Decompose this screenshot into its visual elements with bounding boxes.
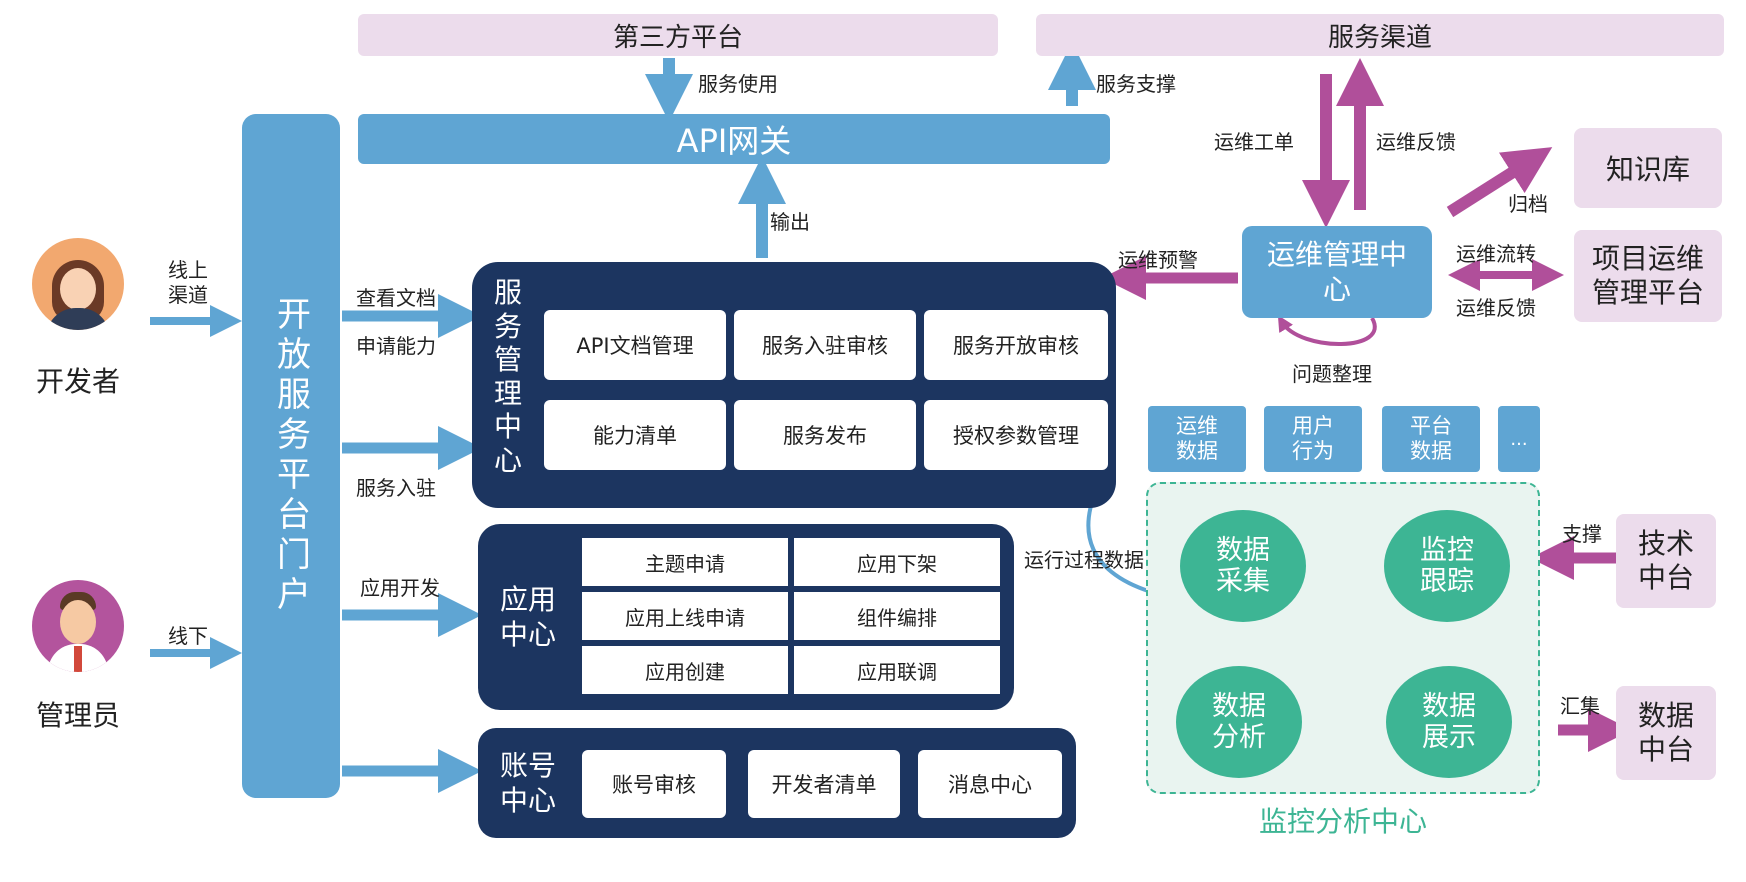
app-center: 应用 中心 主题申请 应用下架 应用上线申请 组件编排 应用创建 应用联调: [478, 524, 1014, 710]
service-item-auth-params: 授权参数管理: [924, 400, 1108, 470]
label-offline: 线下: [168, 624, 208, 648]
app-item-create: 应用创建: [582, 646, 788, 694]
developer-label: 开发者: [35, 365, 120, 398]
chip-platform-data: 平台 数据: [1382, 406, 1480, 472]
label-app-dev: 应用开发: [360, 576, 440, 600]
service-item-open-review: 服务开放审核: [924, 310, 1108, 380]
app-item-topic-apply: 主题申请: [582, 538, 788, 586]
account-center: 账号 中心 账号审核 开发者清单 消息中心: [478, 728, 1076, 838]
label-online-channel: 线上 渠道: [168, 258, 208, 307]
knowledge-base: 知识库: [1574, 128, 1722, 208]
label-ops-feedback-2: 运维反馈: [1456, 296, 1536, 320]
node-data-analyze: 数据 分析: [1176, 666, 1302, 778]
service-center-title: 服务管理中心: [494, 276, 523, 477]
label-apply-capability: 申请能力: [356, 334, 436, 358]
api-gateway: API网关: [358, 114, 1110, 164]
developer-avatar: [32, 238, 124, 330]
node-data-collect: 数据 采集: [1180, 510, 1306, 622]
admin-label: 管理员: [35, 699, 120, 732]
monitor-center-title: 监控分析中心: [1258, 805, 1427, 838]
node-data-display: 数据 展示: [1386, 666, 1512, 778]
label-archive: 归档: [1508, 192, 1548, 216]
node-monitor-track: 监控 跟踪: [1384, 510, 1510, 622]
service-item-onboard-review: 服务入驻审核: [734, 310, 916, 380]
account-item-dev-list: 开发者清单: [748, 750, 900, 818]
arrow-issue-sort: [1277, 315, 1377, 346]
app-item-launch-apply: 应用上线申请: [582, 592, 788, 640]
account-item-message-center: 消息中心: [918, 750, 1062, 818]
label-service-support: 服务支撑: [1096, 72, 1176, 96]
label-service-onboard: 服务入驻: [356, 476, 436, 500]
service-channel: 服务渠道: [1036, 14, 1724, 56]
tech-middle-platform: 技术 中台: [1616, 514, 1716, 608]
chip-ops-data: 运维 数据: [1148, 406, 1246, 472]
service-item-api-doc: API文档管理: [544, 310, 726, 380]
portal-title: 开放服务平台门户: [270, 296, 311, 616]
label-service-use: 服务使用: [698, 72, 778, 96]
account-center-title: 账号 中心: [499, 749, 556, 817]
monitor-analysis-center: 数据 采集 监控 跟踪 数据 分析 数据 展示: [1146, 482, 1540, 794]
label-support: 支撑: [1562, 522, 1602, 546]
arrow-archive: [1446, 147, 1553, 218]
app-item-takedown: 应用下架: [794, 538, 1000, 586]
label-view-docs: 查看文档: [356, 286, 436, 310]
account-item-review: 账号审核: [582, 750, 726, 818]
label-output: 输出: [770, 210, 810, 234]
third-party-platform: 第三方平台: [358, 14, 998, 56]
data-middle-platform: 数据 中台: [1616, 686, 1716, 780]
label-collect: 汇集: [1560, 694, 1600, 718]
app-center-title: 应用 中心: [499, 583, 556, 651]
chip-more: ...: [1498, 406, 1540, 472]
label-ops-warning: 运维预警: [1118, 248, 1198, 272]
project-ops-platform: 项目运维 管理平台: [1574, 230, 1722, 322]
label-runtime-data: 运行过程数据: [1024, 548, 1144, 572]
label-ops-feedback: 运维反馈: [1376, 130, 1456, 154]
service-item-capability-list: 能力清单: [544, 400, 726, 470]
app-item-joint-debug: 应用联调: [794, 646, 1000, 694]
ops-management-center: 运维管理中 心: [1242, 226, 1432, 318]
admin-avatar: [32, 580, 124, 672]
label-ops-flow: 运维流转: [1456, 242, 1536, 266]
service-management-center: 服务管理中心 API文档管理 服务入驻审核 服务开放审核 能力清单 服务发布 授…: [472, 262, 1116, 508]
label-issue-sort: 问题整理: [1292, 362, 1372, 386]
open-service-portal: 开放服务平台门户: [242, 114, 340, 798]
chip-user-behavior: 用户 行为: [1264, 406, 1362, 472]
app-item-component: 组件编排: [794, 592, 1000, 640]
service-item-publish: 服务发布: [734, 400, 916, 470]
label-ops-ticket: 运维工单: [1214, 130, 1294, 154]
